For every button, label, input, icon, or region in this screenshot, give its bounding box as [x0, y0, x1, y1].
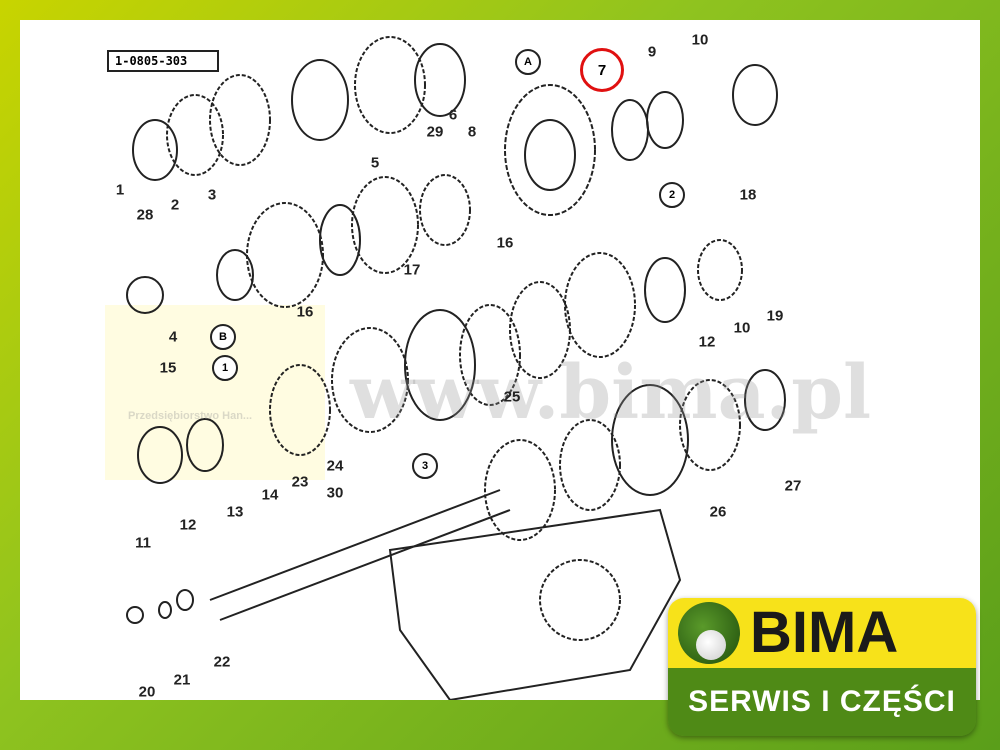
- logo-brand: BIMA: [750, 600, 899, 665]
- logo-tagline: SERWIS I CZĘŚCI: [668, 668, 976, 736]
- middle-shaft: [126, 174, 743, 484]
- part-label: 29: [426, 123, 444, 141]
- part-label: 14: [261, 486, 279, 504]
- callout-circle: 1: [212, 355, 238, 381]
- part-label: 15: [159, 359, 177, 377]
- upper-shaft: [132, 36, 778, 216]
- lower-shaft: [126, 369, 786, 624]
- part-label: 22: [213, 653, 231, 671]
- part-label: 17: [403, 261, 421, 279]
- callout-circle: 3: [412, 453, 438, 479]
- part-label: 2: [170, 196, 180, 214]
- part-label: 25: [503, 388, 521, 406]
- part-label: 13: [226, 503, 244, 521]
- part-label: 10: [691, 31, 709, 49]
- part-label: 23: [291, 473, 309, 491]
- part-label: 6: [448, 106, 458, 124]
- bima-logo: BIMA SERWIS I CZĘŚCI: [668, 598, 976, 736]
- part-label: 19: [766, 307, 784, 325]
- part-label: 16: [296, 303, 314, 321]
- callout-circle: 2: [659, 182, 685, 208]
- part-label: 18: [739, 186, 757, 204]
- part-label: 1: [115, 181, 125, 199]
- part-label: 9: [647, 43, 657, 61]
- part-label: 12: [698, 333, 716, 351]
- part-label: 20: [138, 683, 156, 701]
- part-label: 24: [326, 457, 344, 475]
- part-label: 10: [733, 319, 751, 337]
- part-label: 12: [179, 516, 197, 534]
- part-label: 8: [467, 123, 477, 141]
- part-label: 26: [709, 503, 727, 521]
- diagram-canvas: 1-0805-303 www.bima.pl Przedsiębiorstwo …: [20, 20, 980, 701]
- part-label: 16: [496, 234, 514, 252]
- callout-circle: A: [515, 49, 541, 75]
- highlighted-part-circle[interactable]: 7: [580, 48, 624, 92]
- watermark-company: Przedsiębiorstwo Han...: [128, 410, 253, 422]
- part-label: 21: [173, 671, 191, 689]
- gear-assembly-drawing: [126, 36, 786, 700]
- part-label: 5: [370, 154, 380, 172]
- drawing-code: 1-0805-303: [107, 50, 219, 72]
- gearbox-housing: [388, 508, 682, 700]
- part-label: 27: [784, 477, 802, 495]
- callout-circle: B: [210, 324, 236, 350]
- part-label: 28: [136, 206, 154, 224]
- ball-logo-icon: [678, 602, 740, 664]
- part-label: 11: [135, 534, 151, 552]
- watermark-url: www.bima.pl: [350, 350, 872, 436]
- part-label: 3: [207, 186, 217, 204]
- part-label: 30: [326, 484, 344, 502]
- part-label: 4: [168, 328, 178, 346]
